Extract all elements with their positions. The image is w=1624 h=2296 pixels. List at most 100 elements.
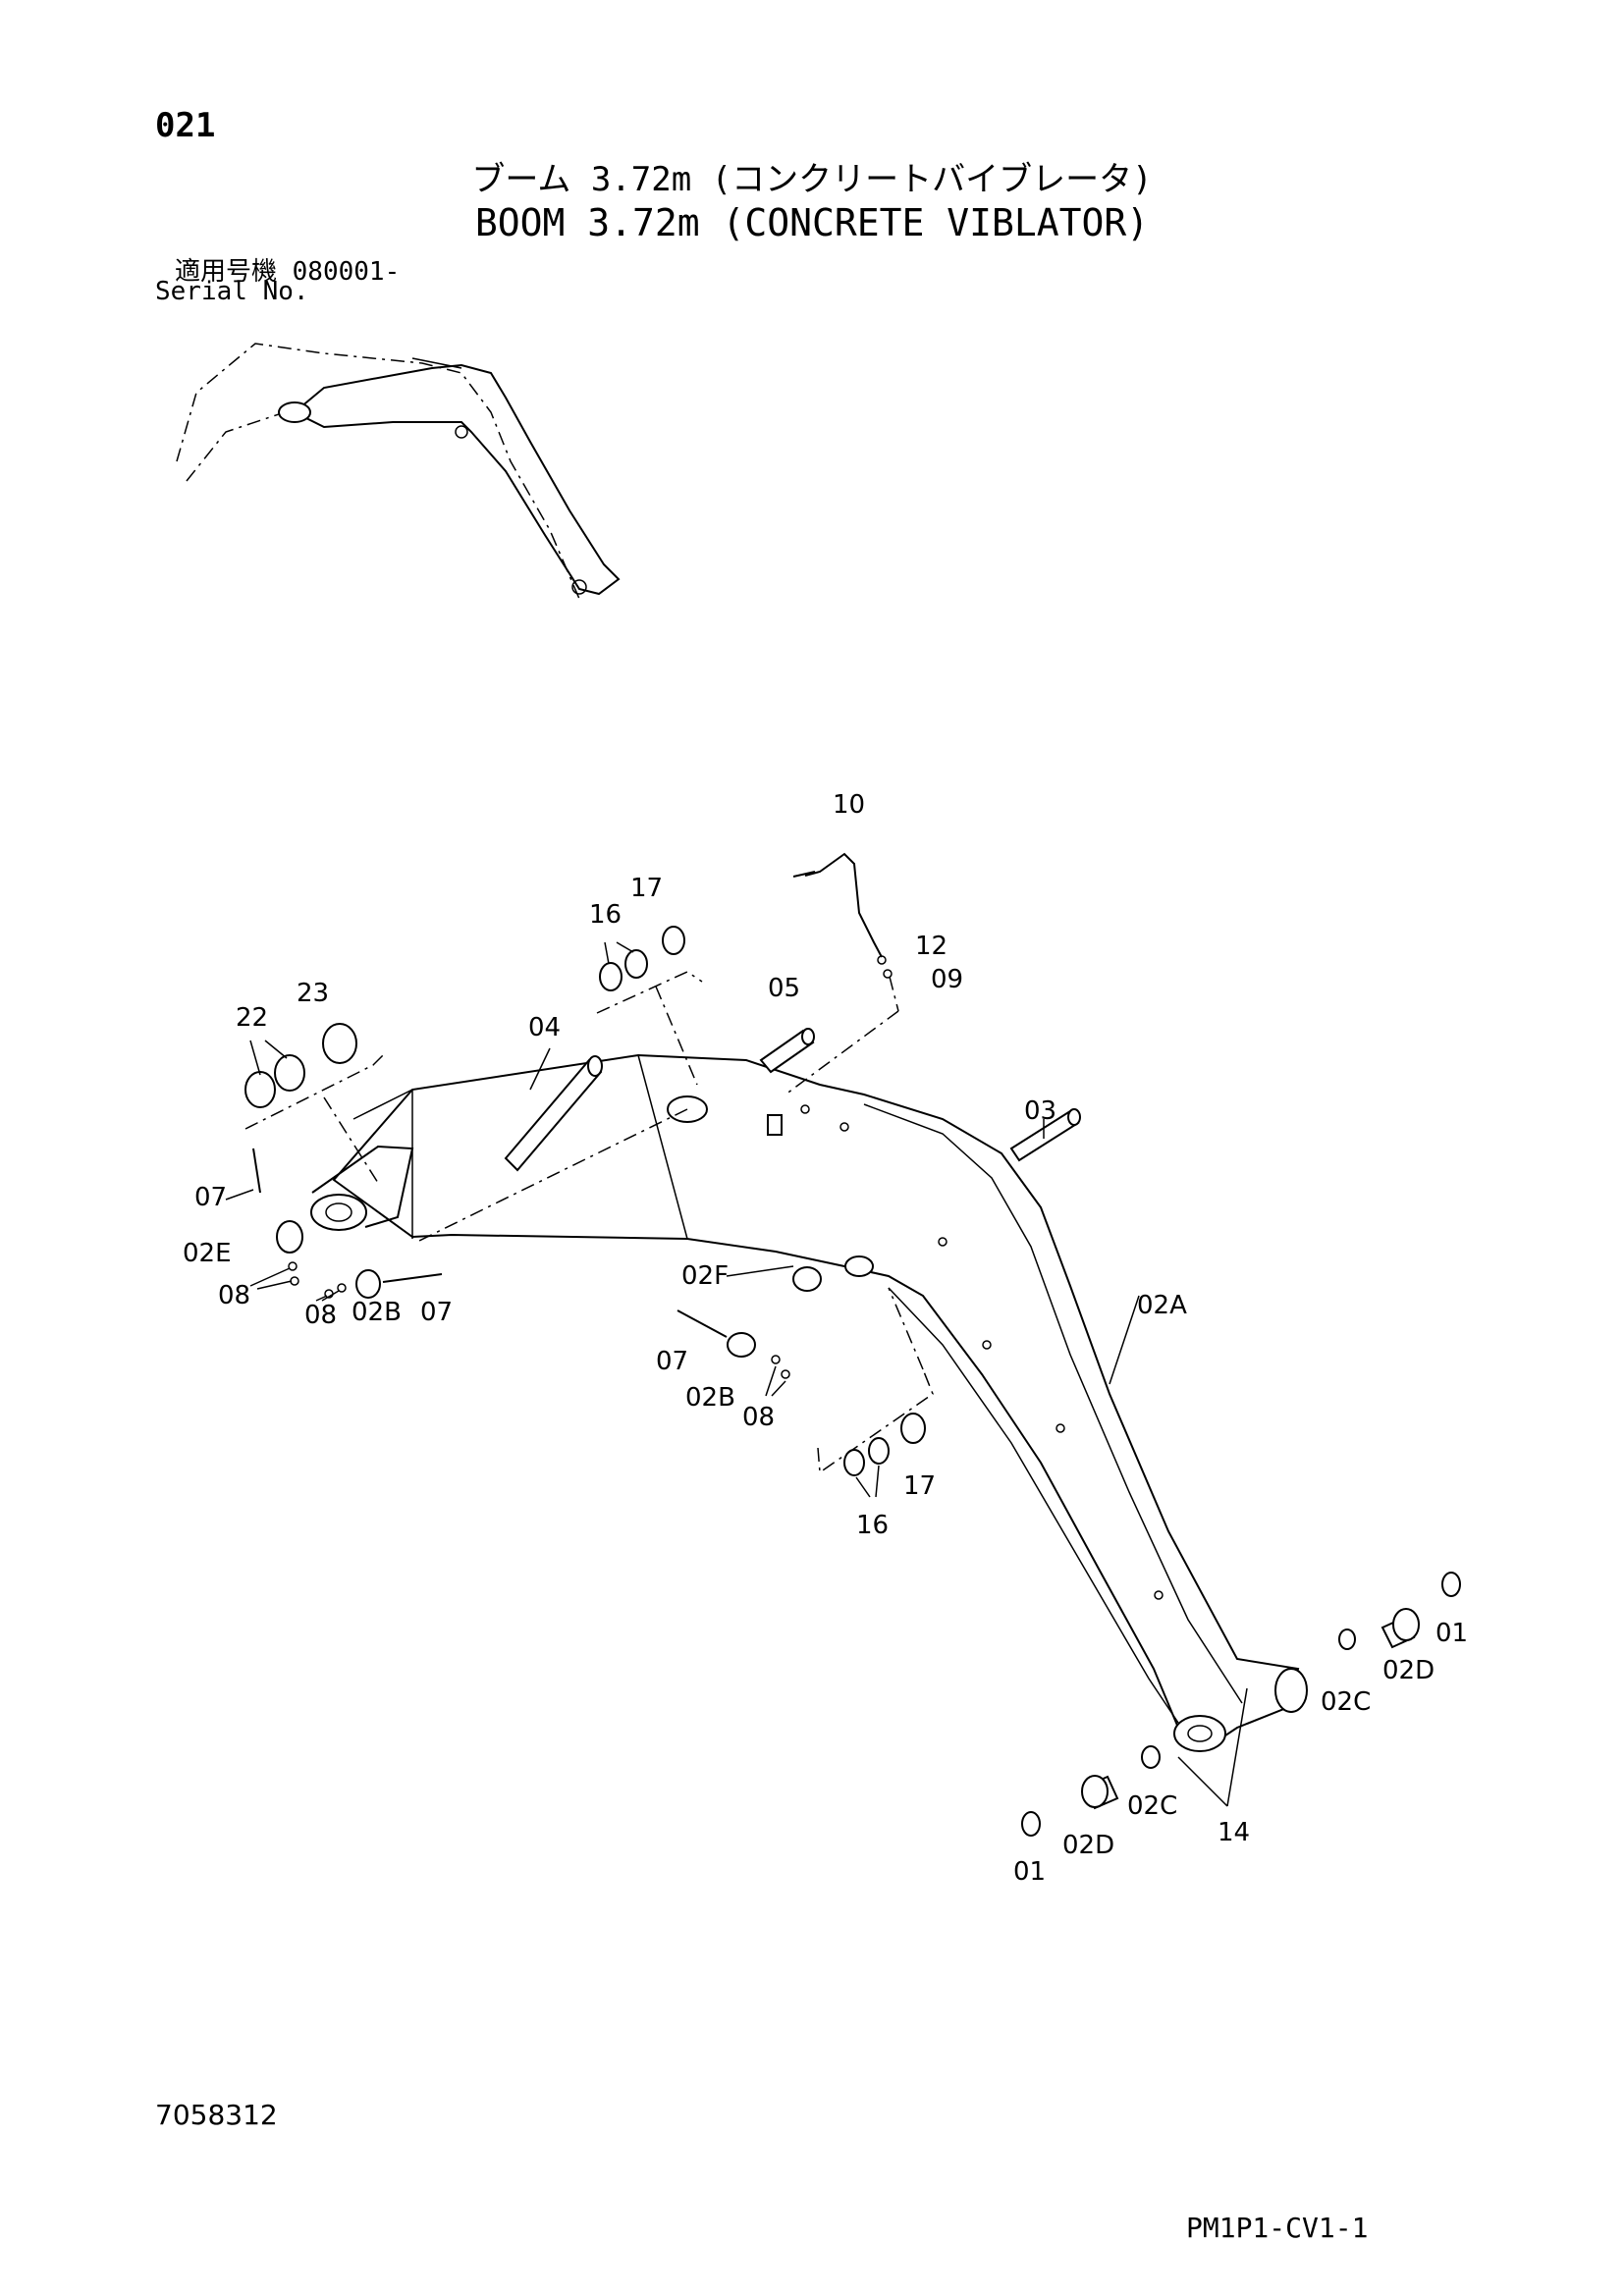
callout-03: 03 bbox=[1024, 1096, 1056, 1126]
callout-02a: 02A bbox=[1137, 1291, 1187, 1320]
thumbnail-boom-foot bbox=[278, 401, 311, 423]
leader-16b bbox=[855, 1476, 871, 1498]
callout-labels: 10 17 16 12 09 05 23 22 04 03 07 02E 08 … bbox=[183, 790, 1468, 1887]
boom-thumbnail bbox=[176, 343, 621, 600]
sheet-code: PM1P1-CV1-1 bbox=[1186, 2212, 1369, 2244]
part-04-pin bbox=[504, 1055, 603, 1172]
bolt-07-c bbox=[677, 1309, 728, 1338]
callout-07-mid: 07 bbox=[656, 1347, 688, 1376]
part-05-pin bbox=[759, 1028, 815, 1074]
fitting-09 bbox=[883, 969, 893, 979]
shims-16-17-lower bbox=[817, 1287, 934, 1476]
shim-leader-lower bbox=[888, 1287, 924, 1370]
boom-end-bore bbox=[1187, 1725, 1213, 1742]
boom-bolt-3 bbox=[1056, 1423, 1065, 1433]
shim-16-b bbox=[624, 949, 648, 979]
ring-01-a bbox=[1441, 1572, 1461, 1597]
callout-01-right: 01 bbox=[1435, 1619, 1468, 1648]
bushing-02e bbox=[276, 1220, 303, 1254]
shim-17-lower bbox=[900, 1413, 926, 1444]
leader-14a bbox=[1177, 1756, 1228, 1807]
nut-08-b bbox=[290, 1276, 299, 1286]
callout-02b-left: 02B bbox=[352, 1298, 402, 1327]
bolt-07-a bbox=[252, 1148, 261, 1194]
callout-07-center: 07 bbox=[420, 1298, 453, 1327]
nut-08-f bbox=[781, 1369, 790, 1379]
pin-centerline-04 bbox=[416, 1108, 688, 1243]
leader-08a bbox=[249, 1267, 291, 1287]
callout-07-left: 07 bbox=[194, 1183, 227, 1212]
leader-16a bbox=[604, 941, 610, 965]
boom-bolt-6 bbox=[839, 1122, 849, 1132]
shim-16-d bbox=[868, 1437, 890, 1465]
leader-16a-2 bbox=[616, 941, 634, 953]
title-japanese: ブーム 3.72m (コンクリートバイブレータ) bbox=[471, 160, 1153, 199]
hose-leader bbox=[889, 976, 899, 1012]
washer-22-a bbox=[244, 1071, 276, 1108]
thumbnail-boom-bracket bbox=[455, 425, 468, 439]
serial-label-japanese: 適用号機 080001- bbox=[175, 257, 401, 287]
boom-bolt-4 bbox=[1154, 1590, 1164, 1600]
leader-07a bbox=[225, 1189, 254, 1201]
thumbnail-boom-pin bbox=[571, 579, 587, 595]
shim-17-top bbox=[662, 926, 685, 955]
shim-leader-top bbox=[655, 986, 698, 1086]
left-fasteners bbox=[252, 1148, 443, 1299]
callout-08-mid: 08 bbox=[742, 1403, 775, 1432]
washer-22-b bbox=[274, 1054, 305, 1092]
callout-02f: 02F bbox=[681, 1261, 729, 1291]
ring-02c-a bbox=[1338, 1629, 1356, 1650]
washers-22-23 bbox=[244, 1023, 384, 1184]
leader-lines bbox=[225, 941, 1248, 1807]
leader-16b-2 bbox=[875, 1465, 880, 1498]
callout-16-lower: 16 bbox=[856, 1511, 889, 1540]
callout-05: 05 bbox=[768, 974, 800, 1003]
leader-08c bbox=[765, 1365, 777, 1397]
boom-foot-edge bbox=[352, 1089, 413, 1120]
boom-rib bbox=[637, 1054, 688, 1240]
shim-bracket-top bbox=[596, 971, 703, 1014]
hose-end bbox=[792, 871, 816, 878]
fitting-12 bbox=[877, 955, 887, 965]
callout-02b-mid: 02B bbox=[685, 1383, 735, 1413]
title-english: BOOM 3.72m (CONCRETE VIBLATOR) bbox=[474, 201, 1150, 244]
boom-top-edge bbox=[863, 1103, 1243, 1704]
leader-08b bbox=[315, 1295, 328, 1302]
boom-end-boss-2 bbox=[1274, 1668, 1308, 1713]
callout-02c-right: 02C bbox=[1321, 1687, 1371, 1717]
leader-22a bbox=[249, 1040, 261, 1076]
leader-08c-2 bbox=[771, 1380, 786, 1397]
boom-outline bbox=[332, 1053, 1300, 1749]
thumbnail-boom bbox=[293, 363, 621, 596]
boom-bottom-edge bbox=[888, 1287, 1179, 1724]
callout-14: 14 bbox=[1218, 1818, 1250, 1847]
nut-08-a bbox=[288, 1261, 298, 1271]
pin-04-body bbox=[504, 1058, 603, 1172]
leader-02a bbox=[1109, 1295, 1140, 1385]
boom-foot-boss bbox=[310, 1194, 367, 1231]
bushing-02d-a-end bbox=[1392, 1608, 1420, 1641]
callout-04: 04 bbox=[528, 1013, 561, 1042]
pin-05-end bbox=[801, 1028, 815, 1045]
boom-bolt-5 bbox=[800, 1104, 810, 1114]
leader-22b bbox=[264, 1040, 288, 1059]
callout-02d-right: 02D bbox=[1382, 1656, 1435, 1685]
callout-17-lower: 17 bbox=[903, 1471, 936, 1501]
end-parts bbox=[1021, 1572, 1461, 1837]
thumbnail-arm-outline-2 bbox=[186, 411, 286, 482]
boom-fitting bbox=[767, 1114, 783, 1136]
part-10-hose bbox=[785, 852, 899, 1095]
boom-end-boss bbox=[1173, 1715, 1226, 1752]
callout-16-top: 16 bbox=[589, 900, 622, 930]
leader-04 bbox=[529, 1047, 551, 1091]
washer-23 bbox=[322, 1023, 357, 1064]
shim-16-a bbox=[599, 962, 623, 991]
callout-23: 23 bbox=[297, 979, 329, 1008]
shim-16-c bbox=[843, 1449, 865, 1476]
leader-08a-2 bbox=[256, 1280, 293, 1290]
bushing-02f bbox=[792, 1266, 822, 1292]
callout-02d-bottom: 02D bbox=[1062, 1831, 1114, 1860]
page-number: 021 bbox=[155, 106, 216, 145]
callout-09: 09 bbox=[931, 965, 963, 994]
